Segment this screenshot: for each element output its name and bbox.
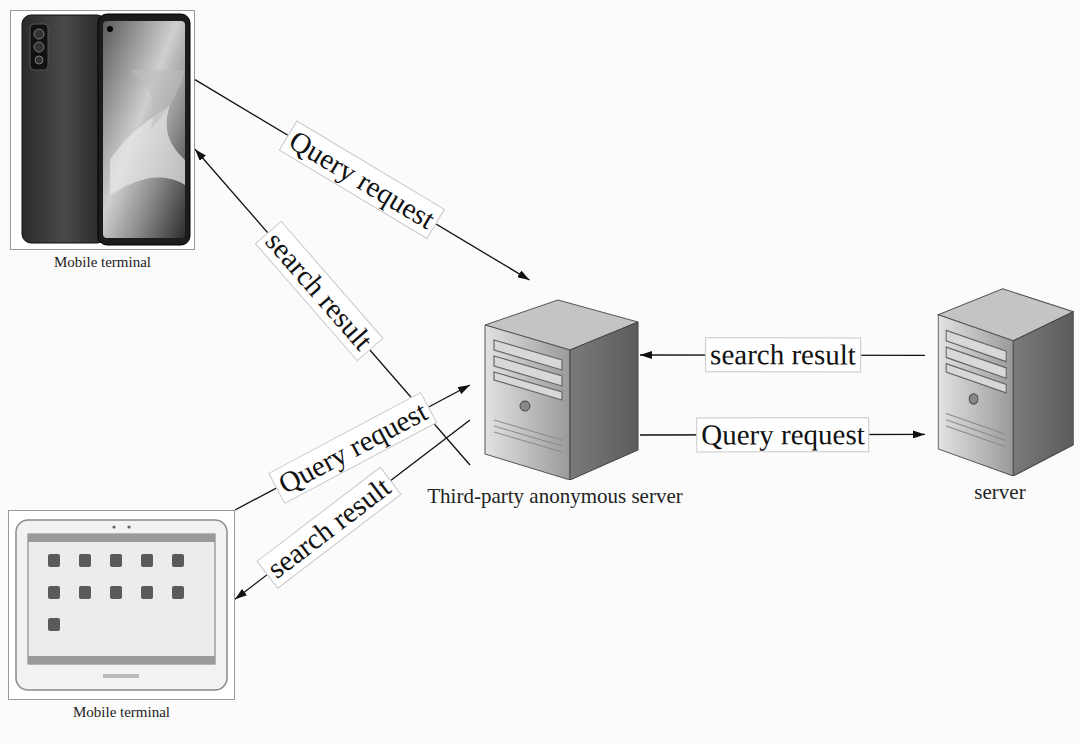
flow-arrow (195, 80, 530, 280)
server-picture (925, 268, 1075, 476)
server-picture (470, 280, 640, 480)
terminal-node: Mobile terminal (8, 510, 235, 700)
node-caption: server (974, 480, 1025, 504)
edge-label: search result (705, 337, 861, 373)
edge-label: Query request (279, 120, 446, 239)
tablet-picture (8, 510, 235, 700)
node-caption: Third-party anonymous server (427, 484, 682, 508)
node-caption: Mobile terminal (54, 254, 151, 271)
edge-label: Query request (696, 417, 870, 453)
node-caption: Mobile terminal (73, 704, 170, 721)
terminal-node: Mobile terminal (10, 10, 195, 250)
terminal-node: Third-party anonymous server (470, 280, 640, 480)
edge-label: search result (254, 221, 383, 362)
terminal-node: server (925, 268, 1075, 476)
phone-picture (10, 10, 195, 250)
